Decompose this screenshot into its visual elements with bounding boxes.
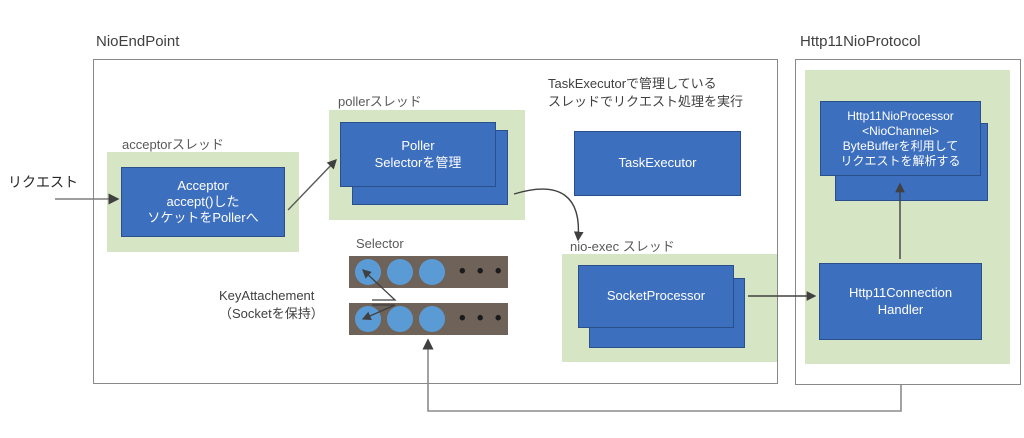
- http11nioprotocol-title: Http11NioProtocol: [800, 33, 921, 50]
- keyattachement-note: KeyAttachement （Socketを保持）: [219, 288, 324, 321]
- selector-label: Selector: [356, 236, 404, 251]
- selector-key-icon: [355, 259, 381, 285]
- http11connectionhandler-line-2: Handler: [877, 301, 924, 317]
- acceptor-thread-label: acceptorスレッド: [122, 137, 224, 152]
- selector-key-icon: [419, 306, 445, 332]
- selector-bar-1: • • •: [349, 256, 508, 288]
- selector-key-icon: [387, 259, 413, 285]
- poller-line-1: Poller: [401, 138, 435, 154]
- selector-ellipsis: • • •: [459, 308, 505, 330]
- task-executor-box: TaskExecutor: [574, 131, 741, 196]
- http11connectionhandler-line-1: Http11Connection: [848, 285, 953, 301]
- socket-processor-label: SocketProcessor: [606, 288, 706, 304]
- acceptor-line-1: Acceptor: [177, 177, 229, 193]
- http11connectionhandler-box: Http11Connection Handler: [819, 263, 982, 340]
- http11nioprocessor-box: Http11NioProcessor <NioChannel> ByteBuff…: [820, 101, 981, 176]
- task-executor-label: TaskExecutor: [618, 155, 697, 171]
- poller-line-2: Selectorを管理: [374, 154, 462, 170]
- acceptor-line-3: ソケットをPollerへ: [147, 210, 259, 226]
- http11nioprocessor-line-1: Http11NioProcessor: [847, 108, 954, 123]
- acceptor-line-2: accept()した: [166, 193, 240, 209]
- socket-processor-box: SocketProcessor: [578, 265, 734, 328]
- http11nioprocessor-line-4: リクエストを解析する: [840, 153, 961, 168]
- selector-key-icon: [387, 306, 413, 332]
- acceptor-box: Acceptor accept()した ソケットをPollerへ: [121, 167, 285, 237]
- http11nioprocessor-line-2: <NioChannel>: [862, 123, 939, 138]
- nioendpoint-title: NioEndPoint: [96, 33, 180, 50]
- taskexecutor-note: TaskExecutorで管理している スレッドでリクエスト処理を実行: [548, 76, 744, 109]
- http11nioprocessor-line-3: ByteBufferを利用して: [842, 138, 959, 153]
- selector-bar-2: • • •: [349, 303, 508, 335]
- request-label: リクエスト: [8, 174, 78, 190]
- nio-exec-thread-label: nio-exec スレッド: [570, 239, 675, 254]
- poller-box: Poller Selectorを管理: [340, 122, 496, 187]
- selector-key-icon: [419, 259, 445, 285]
- poller-thread-label: pollerスレッド: [338, 94, 422, 109]
- selector-ellipsis: • • •: [459, 261, 505, 283]
